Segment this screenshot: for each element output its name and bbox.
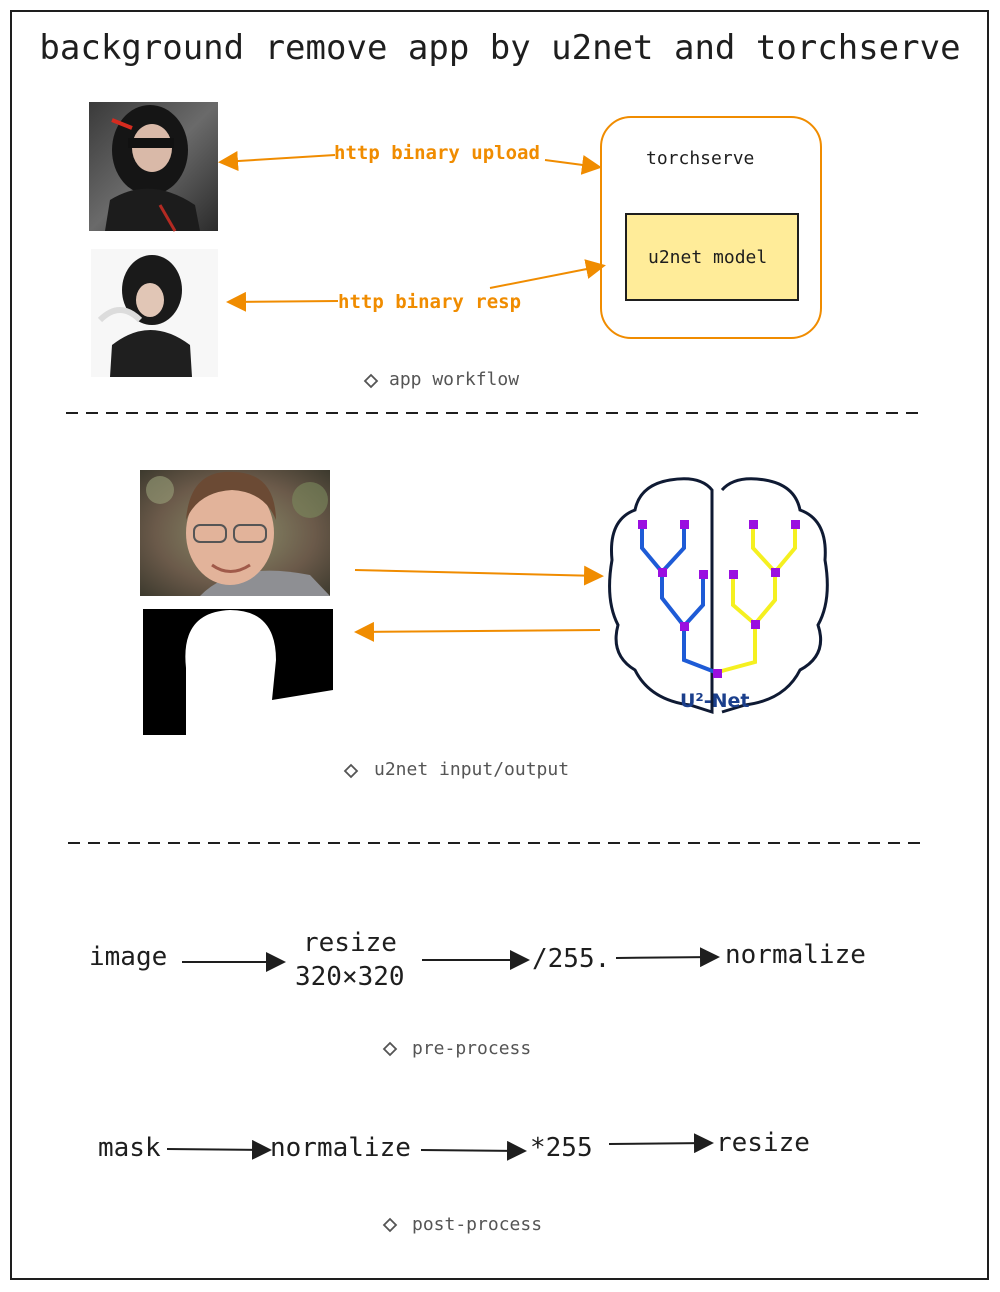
workflow-caption: app workflow bbox=[389, 369, 520, 390]
resp-arrow-to-client bbox=[226, 291, 339, 312]
output-photo bbox=[91, 249, 218, 377]
torchserve-box bbox=[600, 116, 822, 339]
u2net-model-box bbox=[625, 213, 799, 301]
mask-image bbox=[143, 609, 333, 735]
io-caption: u2net input/output bbox=[374, 759, 570, 780]
pre-step-size: 320×320 bbox=[295, 962, 405, 992]
u2net-network-label: U²-Net bbox=[680, 690, 750, 712]
pre-step-divide: /255. bbox=[532, 944, 611, 974]
diamond-icon bbox=[382, 1217, 398, 1233]
upload-arrow-to-client bbox=[218, 151, 336, 171]
diamond-icon bbox=[343, 763, 359, 779]
page-title: background remove app by u2net and torch… bbox=[39, 28, 961, 68]
pre-arrow-3 bbox=[615, 947, 720, 968]
post-step-mask: mask bbox=[98, 1133, 161, 1163]
diamond-icon bbox=[363, 373, 379, 389]
output-arrow bbox=[354, 621, 601, 642]
post-step-normalize: normalize bbox=[270, 1133, 411, 1163]
preprocess-caption: pre-process bbox=[412, 1038, 532, 1059]
resp-label: http binary resp bbox=[338, 291, 522, 313]
model-label: u2net model bbox=[648, 247, 768, 268]
resp-arrow-from-server bbox=[489, 259, 606, 289]
post-step-resize: resize bbox=[716, 1128, 810, 1158]
diamond-icon bbox=[382, 1041, 398, 1057]
upload-arrow-to-server bbox=[544, 154, 602, 175]
post-arrow-2 bbox=[420, 1140, 527, 1161]
upload-label: http binary upload bbox=[334, 142, 540, 164]
post-step-multiply: *255 bbox=[530, 1133, 593, 1163]
face-photo bbox=[140, 470, 330, 596]
postprocess-caption: post-process bbox=[412, 1214, 543, 1235]
input-photo bbox=[89, 102, 218, 232]
post-arrow-3 bbox=[608, 1133, 714, 1154]
input-arrow bbox=[354, 565, 604, 586]
pre-step-resize: resize bbox=[303, 928, 397, 958]
pre-step-normalize: normalize bbox=[725, 940, 866, 970]
post-arrow-1 bbox=[166, 1139, 272, 1160]
page-frame bbox=[10, 10, 989, 1280]
u2net-network-icon bbox=[608, 477, 829, 715]
torchserve-label: torchserve bbox=[646, 148, 755, 169]
pre-step-image: image bbox=[89, 942, 168, 972]
